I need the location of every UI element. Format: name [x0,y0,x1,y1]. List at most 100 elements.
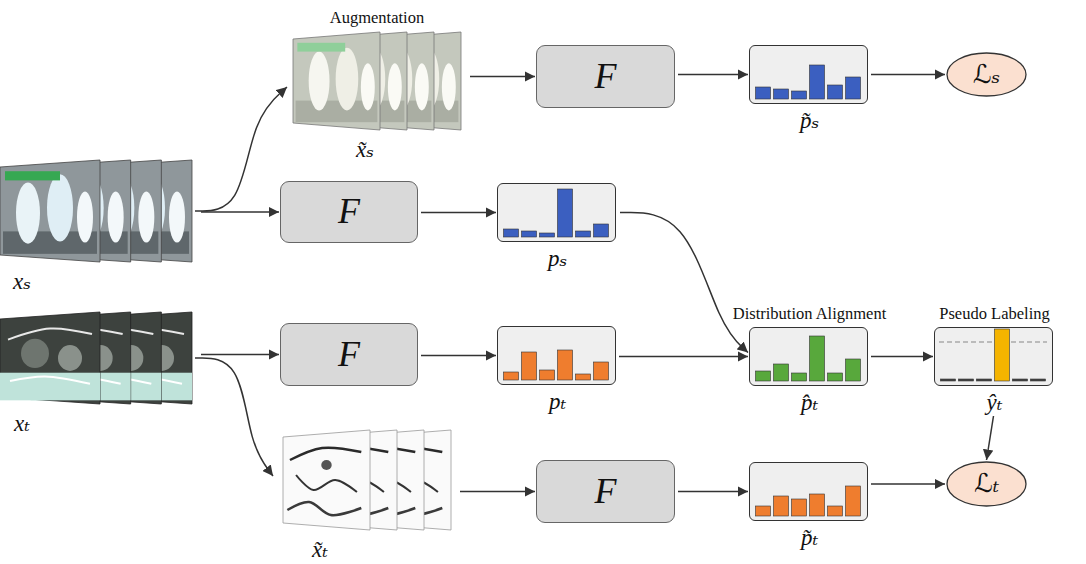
video-clip: xₜ [0,312,192,404]
node-graphic [498,327,617,386]
video-clip: Augmentationx̃ₛ [293,32,461,130]
node-graphic [750,328,869,387]
histogram-bar [522,231,537,237]
histogram-bar [810,494,825,516]
frame-figure [415,63,429,110]
network-box: F [536,460,675,523]
flow-arrow [620,213,748,353]
frame-figure [58,345,82,371]
histogram-bar [504,229,519,237]
node-graphic [293,32,461,130]
frame-figure [336,48,359,111]
frame-figure [169,192,185,243]
frame-stroke [8,328,92,339]
frame-figure [77,192,93,243]
histogram-bar [995,329,1010,381]
function-label: F [281,192,417,232]
frame-region [5,171,60,180]
histogram-bar [540,370,555,380]
frame-figure [16,182,40,243]
loss-label: ℒₛ [946,60,1027,89]
flow-arrow [871,483,945,485]
histogram-bar [1031,379,1046,381]
histogram-bar [756,371,771,381]
frame-figure [321,460,331,470]
video-frame [293,32,380,130]
video-clip: x̃ₜ [283,430,451,530]
flow-arrow [678,491,748,493]
histogram: pₛ [497,183,616,242]
histogram-bar [774,364,789,381]
math-label: xₛ [13,269,31,294]
math-label: ŷₜ [987,390,1003,415]
frame-region [0,373,100,401]
histogram-bar [558,350,573,380]
histogram-bar [594,224,609,237]
histogram-bar [774,496,789,516]
network-box: F [280,323,418,386]
loss-ellipse-shape [947,53,1026,96]
frame-stroke [10,376,90,383]
histogram-bar [792,499,807,516]
video-frame-group [293,32,380,130]
node-graphic [283,430,451,530]
node-graphic [498,184,617,243]
flow-arrow [195,358,273,476]
node-graphic [0,160,192,262]
histogram-bar [792,91,807,99]
histogram-bar [1013,379,1028,381]
node-graphic [0,312,192,404]
video-frame-group [0,160,100,262]
math-label: x̃ₛ [356,137,374,162]
loss-ellipse: ℒₛ [946,52,1027,97]
frame-stroke [296,475,357,492]
video-frame [0,312,100,404]
histogram: pₜ [497,326,616,385]
frame-figure [138,192,154,243]
histogram: Distribution Alignmentp̂ₜ [749,327,868,386]
network-box: F [536,45,675,108]
stage-heading: Augmentation [330,9,424,27]
histogram-bar [828,506,843,516]
histogram: p̃ₜ [749,462,868,521]
histogram: p̃ₛ [749,45,868,104]
frame-figure [388,63,402,110]
flow-arrow [195,87,287,211]
video-frame [283,430,370,530]
frame-region [297,43,345,52]
frame-stroke [290,448,361,460]
histogram-bar [828,373,843,381]
histogram-bar [810,65,825,99]
histogram-bar [828,85,843,99]
stage-heading: Distribution Alignment [733,305,887,323]
histogram-bar [504,372,519,380]
flow-arrow [421,212,496,214]
histogram-bar [792,373,807,381]
flow-arrow [678,74,748,76]
frame-figure [47,174,73,241]
frame-figure [108,192,124,243]
histogram-bar [576,231,591,237]
histogram-bar [846,77,861,99]
histogram-bar [846,486,861,516]
math-label: pₛ [548,246,567,271]
node-graphic [750,463,869,522]
histogram-bar [846,359,861,381]
histogram-bar [522,352,537,380]
function-label: F [537,472,674,512]
loss-ellipse: ℒₜ [946,461,1027,507]
video-clip: xₛ [0,160,192,262]
histogram-bar [959,379,974,381]
math-label: x̃ₜ [312,537,328,562]
threshold-line [939,341,1047,342]
histogram-bar [941,379,956,381]
node-graphic [750,46,869,105]
math-label: p̂ₜ [801,390,818,415]
frame-stroke [287,502,361,515]
math-label: pₜ [549,389,566,414]
flow-arrow [871,356,933,358]
flow-arrow [460,491,535,493]
histogram-bar [540,233,555,237]
